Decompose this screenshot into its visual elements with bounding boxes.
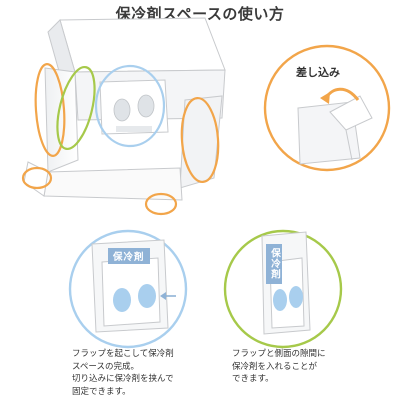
- highlight-left-wall: [34, 63, 66, 157]
- right-caption-line: フラップと側面の隙間に: [232, 349, 326, 359]
- highlight-front-corner: [21, 166, 53, 190]
- left-caption-line: スペースの完成。: [72, 361, 139, 372]
- left-caption: フラップを起こして保冷剤 スペースの完成。 切り込みに保冷剤を挟んで 固定できま…: [72, 348, 174, 398]
- right-caption: フラップと側面の隙間に 保冷剤を入れることが できます。: [232, 348, 326, 386]
- cold-pack-badge-right: 保冷剤: [266, 244, 282, 284]
- highlight-left-flap: [56, 65, 96, 151]
- insert-detail-inset: [263, 44, 391, 172]
- left-caption-line: 固定できます。: [72, 386, 131, 397]
- highlight-right-wall: [180, 96, 220, 184]
- left-caption-line: 切り込みに保冷剤を挟んで: [72, 374, 174, 384]
- highlight-center-flap: [94, 64, 166, 148]
- right-usage-inset: [223, 229, 343, 349]
- left-caption-line: フラップを起こして保冷剤: [72, 349, 174, 359]
- right-caption-line: できます。: [232, 374, 274, 384]
- highlight-marks: [21, 63, 220, 216]
- highlight-floor-corner: [144, 192, 178, 216]
- cold-pack-badge-left: 保冷剤: [108, 248, 150, 264]
- insert-label: 差し込み: [296, 66, 340, 79]
- open-box-illustration: [23, 17, 226, 201]
- right-caption-line: 保冷剤を入れることが: [232, 361, 318, 372]
